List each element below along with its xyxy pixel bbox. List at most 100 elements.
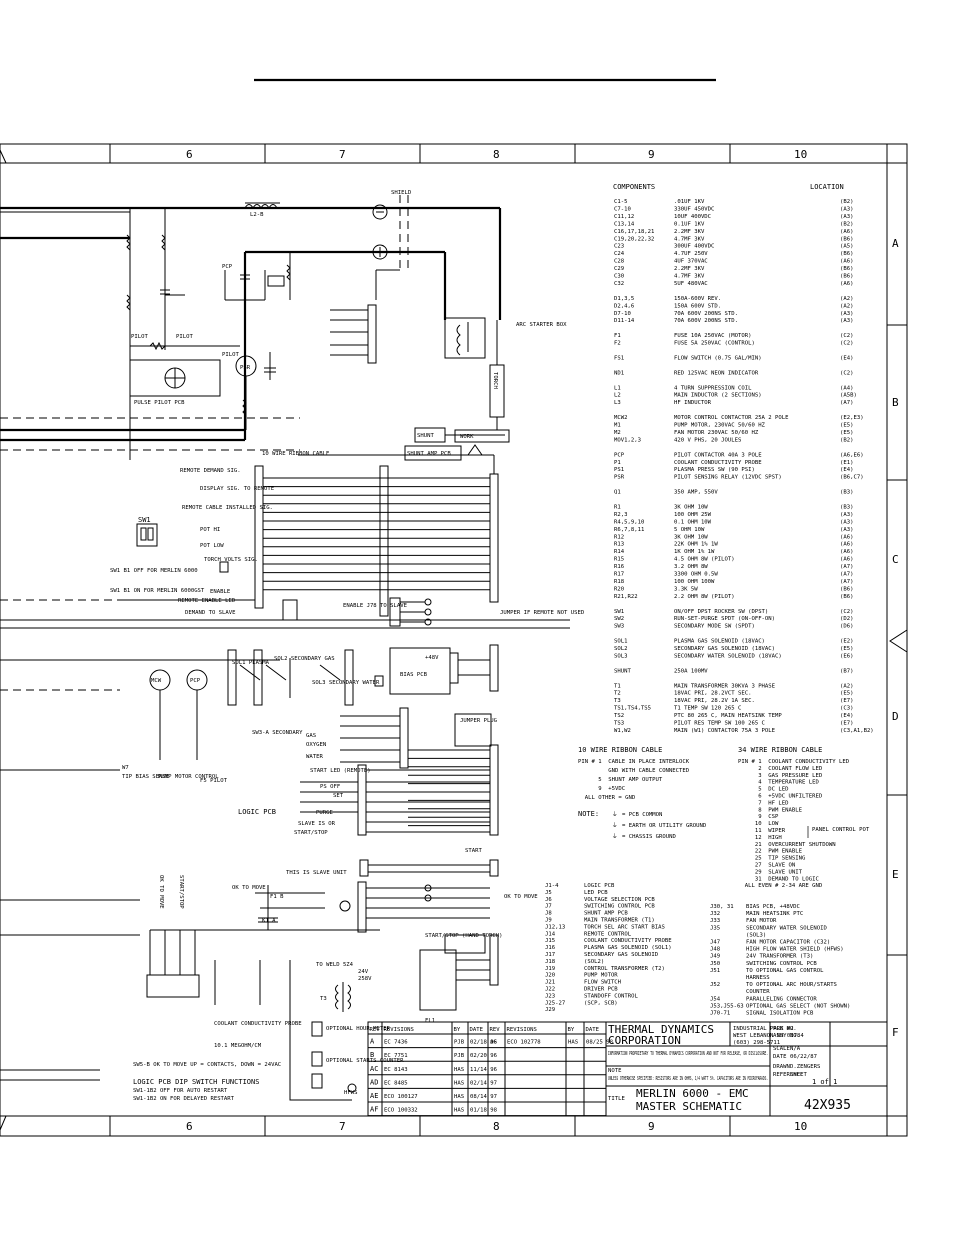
label-k1: K1 A [262,918,276,924]
component-ref: T2 [614,691,621,697]
connector-id: J30, 31 [710,904,734,910]
revision-header: BY [568,1027,575,1033]
label-pot-low: POT LOW [200,543,224,549]
component-location: (B6) [840,274,853,280]
revision-cell: B [370,1051,374,1059]
component-location: (E7) [840,721,853,727]
label-start: START [465,848,482,854]
connector-desc: OPTIONAL GAS SELECT (NOT SHOWN) [746,1003,850,1009]
component-ref: R14 [614,549,625,555]
label-pcp: PCP [222,264,233,270]
note-pcb-common-symbol: ⏚ [612,811,618,818]
component-ref: F1 [614,333,621,339]
connector-desc: SECONDARY GAS SOLENOID [584,952,659,958]
connector-id: J54 [710,996,721,1002]
label-hfws: HFWS [344,1090,357,1096]
revision-header: DATE [470,1027,484,1033]
component-ref: SOL2 [614,646,627,652]
component-ref: PS1 [614,467,624,473]
component-desc: 250A 100MV [674,668,708,674]
component-ref: L3 [614,400,621,406]
component-location: (A6) [840,549,853,555]
title-field-label: REFERENCE [773,1072,804,1078]
component-location: (A6) [840,229,853,235]
ribbon34-pin: 6 +5VDC UNFILTERED [738,794,823,800]
component-location: (E2,E3) [840,415,864,421]
component-desc: FUSE 5A 250VAC (CONTROL) [674,341,755,347]
component-location: (B2) [840,221,853,227]
label-24v: 24V [358,969,369,975]
connector-id: J25-27 [545,1000,565,1006]
connector-id: J7 [545,904,552,910]
revision-cell: 08/25 98 [586,1040,614,1046]
component-desc: T1 TEMP SW 120 265 C [674,706,741,712]
connector-desc: STANDOFF CONTROL [584,993,639,999]
label-t3: T3 [320,996,327,1002]
component-ref: D11-14 [614,318,635,324]
connector-desc: TO OPTIONAL ARC HOUR/STARTS [746,982,837,988]
component-desc: 100 OHM 25W [674,512,712,518]
connector-id: J33 [710,918,720,924]
component-ref: R17 [614,572,624,578]
revision-cell: 02/18 96 [470,1040,497,1046]
component-ref: SOL3 [614,653,627,659]
component-location: (E5) [840,691,853,697]
label-sol1: SOL1 PLASMA [232,660,270,666]
component-desc: 4.7MF 3KV [674,236,705,242]
note-earth: = EARTH OR UTILITY GROUND [622,823,707,829]
component-desc: FAN MOTOR 230VAC 50/60 HZ [674,430,759,436]
col-label-6-bottom: 6 [186,1120,193,1133]
note-earth-symbol: ⏚ [612,822,618,829]
title-field-value: N/A [790,1046,801,1052]
company-address-2: WEST LEBANON NH 03784 [733,1033,804,1039]
component-desc: 3K OHM 10W [674,534,708,540]
revision-cell: 11/14 96 [470,1067,497,1073]
component-desc: .01UF 1KV [674,199,705,205]
component-desc: 4 TURN SUPPRESSION COIL [674,385,752,391]
component-ref: R6,7,8,11 [614,527,644,533]
connector-id: J20 [545,973,555,979]
revision-cell: AD [370,1078,378,1086]
connector-id: J15 [545,938,555,944]
connector-id: J23 [545,993,555,999]
revision-cell: 08/14 97 [470,1094,497,1100]
connector-desc: FAN MOTOR CAPACITOR (C32) [746,940,830,946]
component-desc: PTC 80 265 C, MAIN HEATSINK TEMP [674,713,782,719]
label-pulse-pilot: PULSE PILOT PCB [134,400,185,406]
connector-desc: SWITCHING CONTROL PCB [584,904,655,910]
component-ref: SW1 [614,609,624,615]
label-sol3: SOL3 SECONDARY WATER [312,680,380,686]
label-bias-pcb: BIAS PCB [400,672,428,678]
component-desc: PILOT SENSING RELAY (12VDC SPST) [674,475,782,481]
ribbon10-pin: 5 SHUNT AMP OUTPUT [578,777,663,783]
component-desc: 420 V PHS, 20 JOULES [674,437,741,443]
component-ref: FS1 [614,355,624,361]
component-ref: C24 [614,251,625,257]
label-shunt-amp: SHUNT AMP PCB [407,451,451,457]
component-location: (D6) [840,624,853,630]
col-label-7-bottom: 7 [339,1120,346,1133]
component-desc: 3300 OHM 0.5W [674,572,718,578]
connector-id: J29 [545,1007,555,1013]
ribbon34-pin: ALL EVEN # 2-34 ARE GND [738,883,823,889]
title-field-label: DRAWN [773,1064,790,1070]
notes-block: NOTE: ⏚ = PCB COMMON ⏚ = EARTH OR UTILIT… [578,810,707,840]
component-location: (B7) [840,668,853,674]
component-ref: L1 [614,385,621,391]
title-field-value: SHEET [790,1072,807,1078]
component-desc: PLASMA GAS SOLENOID (18VAC) [674,639,765,645]
proprietary-notice: INFORMATION PROPRIETARY TO THERMAL DYNAM… [608,1051,768,1057]
label-sw1-on: SW1 B1 ON FOR MERLIN 6000GST [110,588,205,594]
company-name-line1: THERMAL DYNAMICS [608,1023,714,1036]
ribbon10-title: 10 WIRE RIBBON CABLE [578,746,662,754]
label-ok-move-vertical: OK TO MOVE [158,875,164,909]
connector-id: J52 [710,982,720,988]
label-enable-slave: ENABLE J78 TO SLAVE [343,603,408,609]
component-ref: L2 [614,393,621,399]
component-desc: 4.7UF 250V [674,251,708,257]
revision-cell: 02/20 96 [470,1053,497,1059]
component-ref: M1 [614,423,621,429]
ribbon34-pin: 22 PWM ENABLE [738,849,803,855]
